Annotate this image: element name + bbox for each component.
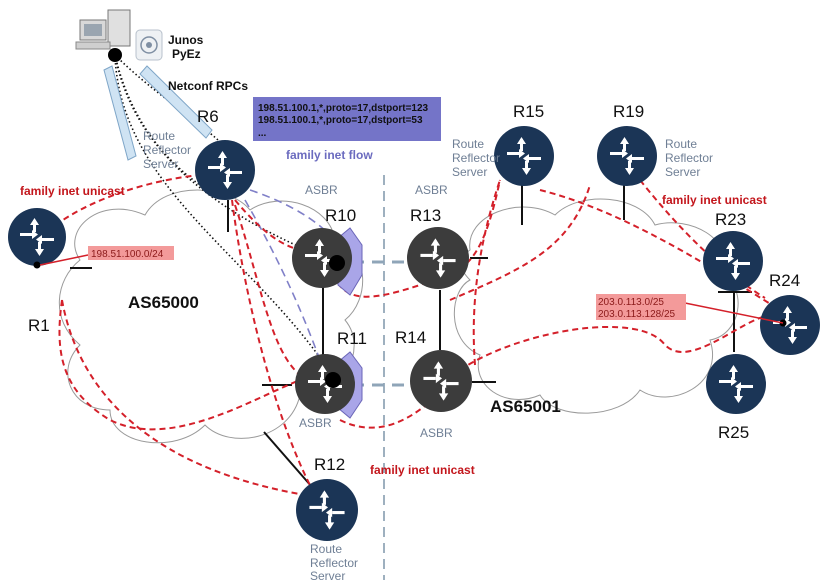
r1-prefix: 198.51.100.0/24 bbox=[91, 249, 164, 260]
router-r10[interactable] bbox=[292, 228, 352, 288]
netconf-label: Netconf RPCs bbox=[168, 79, 248, 93]
router-r19[interactable] bbox=[597, 126, 657, 186]
netconf-endpoint-r10 bbox=[329, 255, 345, 271]
r10-asbr-label: ASBR bbox=[305, 183, 338, 197]
router-r25[interactable] bbox=[706, 354, 766, 414]
r14-name: R14 bbox=[395, 328, 426, 347]
router-r12[interactable] bbox=[296, 479, 358, 541]
as65001-label: AS65001 bbox=[490, 397, 561, 416]
router-r11[interactable] bbox=[295, 354, 355, 414]
r1-prefix-box bbox=[88, 246, 174, 260]
r24-prefix-box bbox=[596, 294, 686, 320]
r14-role: ASBR bbox=[420, 426, 453, 440]
router-r1[interactable] bbox=[8, 208, 66, 266]
r11-role: ASBR bbox=[299, 416, 332, 430]
r24-prefix-leader bbox=[684, 302, 784, 324]
router-r24[interactable] bbox=[760, 295, 820, 355]
flowspec-rule-3: ... bbox=[258, 128, 267, 139]
flowspec-rule-1: 198.51.100.1,*,proto=17,dstport=123 bbox=[258, 103, 429, 114]
unicast-label-right: family inet unicast bbox=[662, 193, 767, 207]
r23-name: R23 bbox=[715, 210, 746, 229]
unicast-label-bottom: family inet unicast bbox=[370, 463, 475, 477]
router-r15[interactable] bbox=[494, 126, 554, 186]
r1-prefix-dot bbox=[33, 261, 41, 269]
router-r6[interactable] bbox=[195, 140, 255, 200]
pyez-label: PyEz bbox=[172, 47, 201, 61]
flowspec-rule-2: 198.51.100.1,*,proto=17,dstport=53 bbox=[258, 115, 423, 126]
r15-name: R15 bbox=[513, 102, 544, 121]
links bbox=[70, 185, 752, 488]
r1-prefix-leader bbox=[39, 254, 89, 266]
r13-role: ASBR bbox=[415, 183, 448, 197]
as65001-cloud bbox=[453, 198, 739, 414]
unicast-label-left: family inet unicast bbox=[20, 184, 125, 198]
r24-prefix-2: 203.0.113.128/25 bbox=[598, 309, 676, 320]
r12-name: R12 bbox=[314, 455, 345, 474]
netconf-origin bbox=[108, 48, 122, 62]
rr-pipe-left bbox=[103, 65, 137, 161]
junos-label: Junos bbox=[168, 33, 204, 47]
as65000-label: AS65000 bbox=[128, 293, 199, 312]
r24-name: R24 bbox=[769, 271, 800, 290]
r1-name: R1 bbox=[28, 316, 50, 335]
flowspec-rules-box bbox=[253, 97, 441, 141]
router-r13[interactable] bbox=[407, 227, 469, 289]
netconf-pipe bbox=[139, 65, 213, 139]
management-station-icon bbox=[75, 9, 131, 50]
pyez-logo-icon bbox=[135, 29, 163, 61]
router-r23[interactable] bbox=[703, 231, 763, 291]
r6-name: R6 bbox=[197, 107, 219, 126]
r19-name: R19 bbox=[613, 102, 644, 121]
r10-name: R10 bbox=[325, 206, 356, 225]
flowspec-family-label: family inet flow bbox=[286, 148, 373, 162]
netconf-endpoint-r11 bbox=[325, 372, 341, 388]
r24-prefix-1: 203.0.113.0/25 bbox=[598, 297, 664, 308]
r13-name: R13 bbox=[410, 206, 441, 225]
r25-name: R25 bbox=[718, 423, 749, 442]
router-r14[interactable] bbox=[410, 350, 472, 412]
r11-name: R11 bbox=[337, 329, 367, 348]
